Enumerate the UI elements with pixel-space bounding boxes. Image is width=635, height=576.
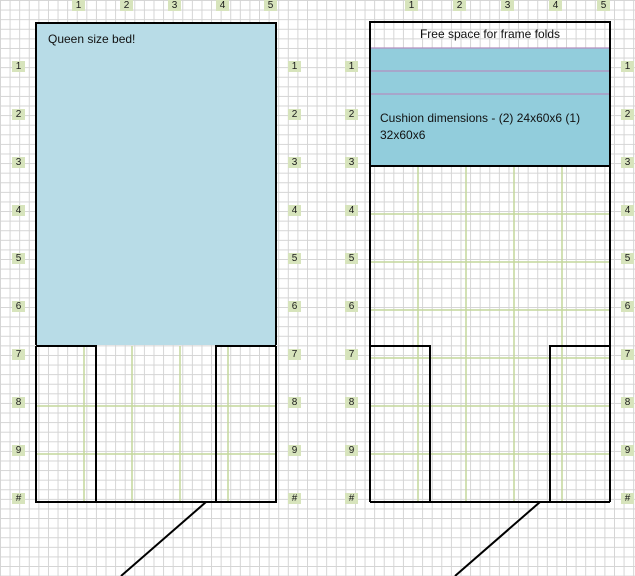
- row-label-1-a: 1: [12, 61, 25, 72]
- row-label-6-a: 6: [12, 301, 25, 312]
- row-label-3-a: 3: [12, 157, 25, 168]
- row-label-6-b: 6: [288, 301, 301, 312]
- row-label-9-d: 9: [621, 445, 634, 456]
- queen-bed-label: Queen size bed!: [48, 32, 136, 46]
- row-label-5-c: 5: [345, 253, 358, 264]
- row-label-2-b: 2: [288, 109, 301, 120]
- row-label-3-d: 3: [621, 157, 634, 168]
- row-label-6-c: 6: [345, 301, 358, 312]
- col-label-3-right: 3: [501, 0, 514, 11]
- row-label-hash-a: #: [12, 493, 25, 504]
- cushion-area: [370, 48, 610, 166]
- free-space-label: Free space for frame folds: [419, 27, 561, 41]
- row-label-8-d: 8: [621, 397, 634, 408]
- row-label-8-a: 8: [12, 397, 25, 408]
- col-label-4: 4: [216, 0, 229, 11]
- row-label-3-b: 3: [288, 157, 301, 168]
- col-label-5: 5: [264, 0, 277, 11]
- row-label-hash-d: #: [621, 493, 634, 504]
- queen-bed-area: [35, 22, 277, 345]
- row-label-1-d: 1: [621, 61, 634, 72]
- row-label-7-c: 7: [345, 349, 358, 360]
- cushion-dimensions-line1: Cushion dimensions - (2) 24x60x6 (1): [380, 111, 581, 125]
- row-label-5-d: 5: [621, 253, 634, 264]
- row-label-4-c: 4: [345, 205, 358, 216]
- row-label-2-d: 2: [621, 109, 634, 120]
- row-label-4-b: 4: [288, 205, 301, 216]
- row-label-8-b: 8: [288, 397, 301, 408]
- col-label-3: 3: [168, 0, 181, 11]
- col-label-4-right: 4: [549, 0, 562, 11]
- row-label-9-b: 9: [288, 445, 301, 456]
- row-label-9-c: 9: [345, 445, 358, 456]
- row-label-5-a: 5: [12, 253, 25, 264]
- row-label-5-b: 5: [288, 253, 301, 264]
- row-label-7-b: 7: [288, 349, 301, 360]
- row-label-8-c: 8: [345, 397, 358, 408]
- row-label-7-a: 7: [12, 349, 25, 360]
- col-label-2-right: 2: [453, 0, 466, 11]
- col-label-1: 1: [72, 0, 85, 11]
- row-label-2-a: 2: [12, 109, 25, 120]
- row-label-hash-c: #: [345, 493, 358, 504]
- row-label-hash-b: #: [288, 493, 301, 504]
- row-label-1-b: 1: [288, 61, 301, 72]
- row-label-6-d: 6: [621, 301, 634, 312]
- row-label-7-d: 7: [621, 349, 634, 360]
- col-label-1-right: 1: [405, 0, 418, 11]
- row-label-1-c: 1: [345, 61, 358, 72]
- col-label-5-right: 5: [597, 0, 610, 11]
- row-label-4-a: 4: [12, 205, 25, 216]
- cushion-dimensions-line2: 32x60x6: [380, 128, 426, 142]
- row-label-2-c: 2: [345, 109, 358, 120]
- row-label-9-a: 9: [12, 445, 25, 456]
- row-label-4-d: 4: [621, 205, 634, 216]
- row-label-3-c: 3: [345, 157, 358, 168]
- cushion-dimensions-text: Cushion dimensions - (2) 24x60x6 (1) 32x…: [380, 110, 608, 144]
- col-label-2: 2: [120, 0, 133, 11]
